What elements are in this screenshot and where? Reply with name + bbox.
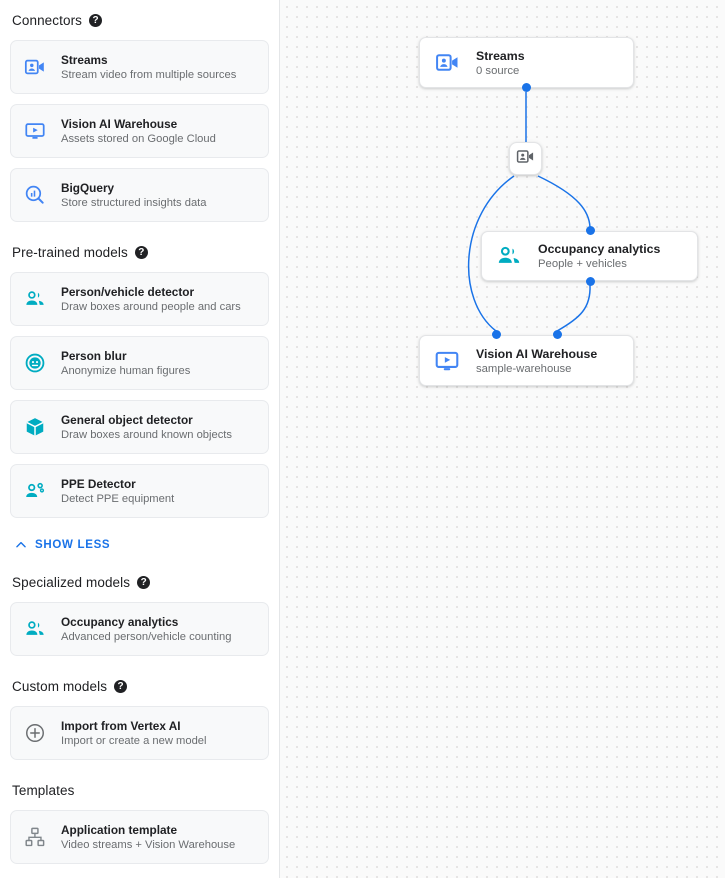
ppe-person-icon (23, 479, 47, 503)
help-icon[interactable]: ? (89, 13, 103, 27)
show-less-button[interactable]: SHOW LESS (10, 528, 269, 562)
connector-card-bigquery[interactable]: BigQuery Store structured insights data (10, 168, 269, 222)
section-header-templates: Templates (10, 770, 269, 810)
video-camera-icon (434, 50, 460, 76)
card-subtitle: Anonymize human figures (61, 365, 191, 377)
card-subtitle: Advanced person/vehicle counting (61, 631, 232, 643)
card-title: Vision AI Warehouse (61, 117, 178, 131)
card-title: Application template (61, 823, 178, 837)
node-subtitle: sample-warehouse (476, 362, 572, 375)
card-subtitle: Detect PPE equipment (61, 493, 175, 505)
section-header-custom-models: Custom models ? (10, 666, 269, 706)
node-subtitle: People + vehicles (538, 258, 627, 270)
section-header-connectors: Connectors ? (10, 0, 269, 40)
node-port-warehouse-input-right[interactable] (553, 330, 562, 339)
card-subtitle: Store structured insights data (61, 197, 207, 209)
model-card-general-object-detector[interactable]: General object detector Draw boxes aroun… (10, 400, 269, 454)
section-title: Custom models (12, 678, 108, 694)
section-header-pretrained-models: Pre-trained models ? (10, 232, 269, 272)
help-icon[interactable]: ? (114, 679, 128, 693)
card-subtitle: Video streams + Vision Warehouse (61, 839, 236, 851)
card-subtitle: Draw boxes around people and cars (61, 301, 241, 313)
people-group-icon (23, 287, 47, 311)
component-sidebar: Connectors ? Streams Stream video from m… (0, 0, 280, 878)
card-title: Import from Vertex AI (61, 719, 181, 733)
help-icon[interactable]: ? (134, 245, 148, 259)
card-subtitle: Draw boxes around known objects (61, 429, 233, 441)
section-title: Connectors (12, 12, 83, 28)
section-title: Templates (12, 782, 75, 798)
node-port-warehouse-input-left[interactable] (492, 330, 501, 339)
help-icon[interactable]: ? (137, 575, 151, 589)
node-text: Streams 0 source (476, 49, 525, 77)
card-title: Person/vehicle detector (61, 285, 195, 299)
card-text: Person blur Anonymize human figures (61, 349, 190, 377)
model-card-ppe-detector[interactable]: PPE Detector Detect PPE equipment (10, 464, 269, 518)
card-title: Person blur (61, 349, 127, 363)
card-title: Streams (61, 53, 108, 67)
show-less-label: SHOW LESS (35, 539, 111, 551)
graph-node-occupancy-analytics[interactable]: Occupancy analytics People + vehicles (481, 231, 698, 281)
plus-circle-icon (23, 721, 47, 745)
model-card-occupancy-analytics[interactable]: Occupancy analytics Advanced person/vehi… (10, 602, 269, 656)
node-text: Occupancy analytics People + vehicles (538, 242, 660, 270)
graph-node-vision-ai-warehouse[interactable]: Vision AI Warehouse sample-warehouse (419, 335, 634, 386)
model-card-person-vehicle-detector[interactable]: Person/vehicle detector Draw boxes aroun… (10, 272, 269, 326)
chevron-up-icon (14, 538, 28, 552)
card-title: BigQuery (61, 181, 115, 195)
card-text: General object detector Draw boxes aroun… (61, 413, 232, 441)
hierarchy-icon (23, 825, 47, 849)
node-title: Occupancy analytics (538, 242, 661, 256)
card-text: Vision AI Warehouse Assets stored on Goo… (61, 117, 216, 145)
model-card-person-blur[interactable]: Person blur Anonymize human figures (10, 336, 269, 390)
card-title: PPE Detector (61, 477, 136, 491)
card-text: Occupancy analytics Advanced person/vehi… (61, 615, 231, 643)
graph-node-stream-relay[interactable] (509, 142, 542, 175)
graph-edges (467, 92, 591, 332)
graph-canvas[interactable]: Streams 0 source Occupancy analytics Peo… (280, 0, 725, 878)
model-card-import-from-vertex-ai[interactable]: Import from Vertex AI Import or create a… (10, 706, 269, 760)
face-blur-icon (23, 351, 47, 375)
card-subtitle: Assets stored on Google Cloud (61, 133, 216, 145)
connector-card-vision-ai-warehouse[interactable]: Vision AI Warehouse Assets stored on Goo… (10, 104, 269, 158)
section-title: Pre-trained models (12, 244, 128, 260)
card-text: Person/vehicle detector Draw boxes aroun… (61, 285, 241, 313)
card-title: General object detector (61, 413, 193, 427)
card-text: Application template Video streams + Vis… (61, 823, 235, 851)
people-group-icon (496, 243, 522, 269)
video-camera-icon (516, 147, 535, 171)
graph-node-streams[interactable]: Streams 0 source (419, 37, 634, 88)
card-text: Import from Vertex AI Import or create a… (61, 719, 207, 747)
monitor-play-icon (434, 348, 460, 374)
card-text: BigQuery Store structured insights data (61, 181, 207, 209)
bigquery-search-icon (23, 183, 47, 207)
section-title: Specialized models (12, 574, 131, 590)
card-text: PPE Detector Detect PPE equipment (61, 477, 174, 505)
section-header-specialized-models: Specialized models ? (10, 562, 269, 602)
node-subtitle: 0 source (476, 64, 520, 77)
node-text: Vision AI Warehouse sample-warehouse (476, 347, 597, 375)
node-title: Vision AI Warehouse (476, 346, 598, 361)
video-camera-icon (23, 55, 47, 79)
card-subtitle: Stream video from multiple sources (61, 69, 237, 81)
node-port-occupancy-input[interactable] (586, 226, 595, 235)
cube-icon (23, 415, 47, 439)
people-group-icon (23, 617, 47, 641)
node-port-streams-output[interactable] (522, 83, 531, 92)
card-title: Occupancy analytics (61, 615, 179, 629)
connector-card-streams[interactable]: Streams Stream video from multiple sourc… (10, 40, 269, 94)
node-title: Streams (476, 48, 525, 63)
card-subtitle: Import or create a new model (61, 735, 207, 747)
template-card-application-template[interactable]: Application template Video streams + Vis… (10, 810, 269, 864)
node-port-occupancy-output[interactable] (586, 277, 595, 286)
card-text: Streams Stream video from multiple sourc… (61, 53, 236, 81)
monitor-play-icon (23, 119, 47, 143)
